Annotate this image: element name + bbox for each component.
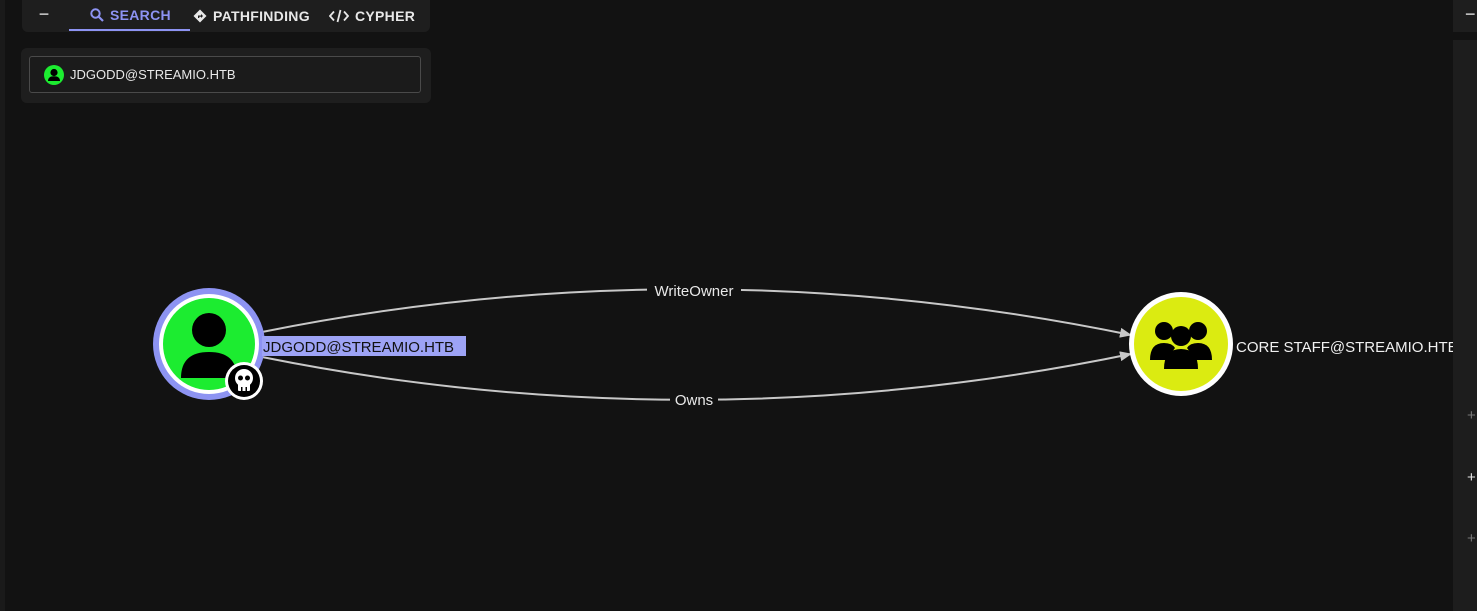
search-icon [90, 7, 104, 22]
right-expand-button-1[interactable]: + [1467, 407, 1476, 424]
pathfinding-icon [193, 9, 207, 22]
tab-search-label: SEARCH [110, 6, 171, 23]
search-panel: JDGODD@STREAMIO.HTB [21, 48, 431, 103]
collapse-button[interactable]: − [38, 4, 50, 24]
user-icon [44, 64, 64, 85]
svg-text:Owns: Owns [675, 392, 713, 409]
svg-text:CORE STAFF@STREAMIO.HTB: CORE STAFF@STREAMIO.HTB [1236, 339, 1458, 356]
tab-cypher-label: CYPHER [355, 7, 416, 24]
explore-toolbar: − SEARCH PATHFINDING CYPHER [22, 0, 430, 32]
search-input[interactable]: JDGODD@STREAMIO.HTB [29, 56, 421, 93]
user-node[interactable] [153, 288, 265, 400]
skull-icon [225, 362, 263, 400]
tab-search[interactable]: SEARCH [69, 0, 190, 31]
right-panel [1453, 40, 1477, 611]
svg-text:WriteOwner: WriteOwner [655, 283, 734, 300]
edge-label-writeowner[interactable]: WriteOwner [647, 281, 741, 300]
tab-pathfinding[interactable]: PATHFINDING [193, 0, 310, 31]
right-panel-header: − [1453, 0, 1477, 32]
tab-pathfinding-label: PATHFINDING [213, 7, 310, 24]
group-node[interactable] [1129, 292, 1233, 396]
left-edge [0, 0, 5, 611]
right-expand-button-3[interactable]: + [1467, 530, 1476, 547]
user-node-label[interactable]: JDGODD@STREAMIO.HTB [262, 336, 466, 356]
group-node-label[interactable]: CORE STAFF@STREAMIO.HTB [1233, 336, 1458, 356]
group-icon [1150, 322, 1212, 369]
user-icon [181, 313, 237, 378]
right-collapse-button[interactable]: − [1465, 4, 1476, 24]
tab-cypher[interactable]: CYPHER [329, 0, 415, 31]
code-icon [329, 9, 349, 22]
svg-text:JDGODD@STREAMIO.HTB: JDGODD@STREAMIO.HTB [263, 339, 454, 356]
search-value: JDGODD@STREAMIO.HTB [70, 67, 236, 82]
right-expand-button-2[interactable]: + [1467, 469, 1476, 486]
edge-label-owns[interactable]: Owns [670, 390, 718, 409]
